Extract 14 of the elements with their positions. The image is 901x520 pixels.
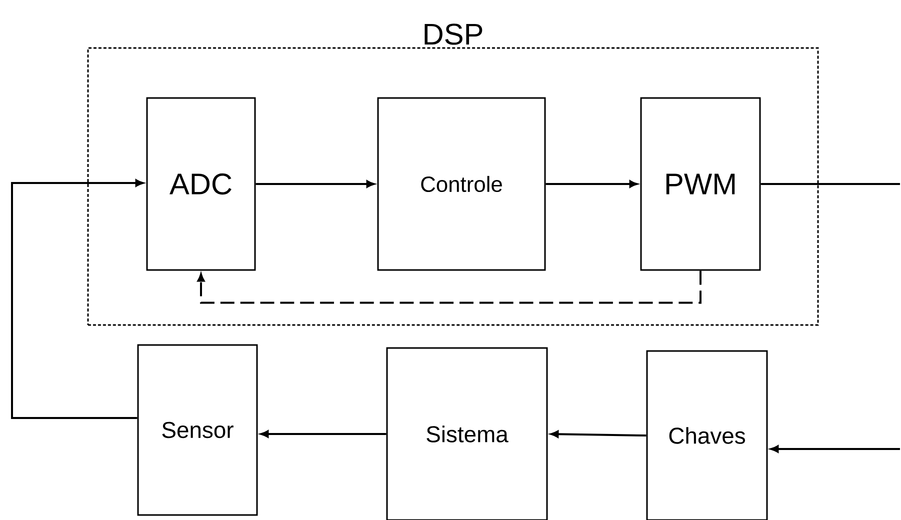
arrow <box>770 445 900 453</box>
arrow <box>550 430 646 438</box>
block-box: Controle <box>377 97 546 271</box>
node-label: DSP <box>424 24 482 45</box>
arrow <box>197 270 702 304</box>
block-box: Chaves <box>646 350 768 520</box>
arrow <box>546 180 638 188</box>
arrow <box>256 180 374 188</box>
arrow <box>11 179 144 419</box>
block-box: PWM <box>640 97 761 271</box>
arrow <box>260 430 386 438</box>
block-box: Sensor <box>137 344 258 516</box>
block-box: Sistema <box>386 347 548 520</box>
block-box: ADC <box>146 97 256 271</box>
